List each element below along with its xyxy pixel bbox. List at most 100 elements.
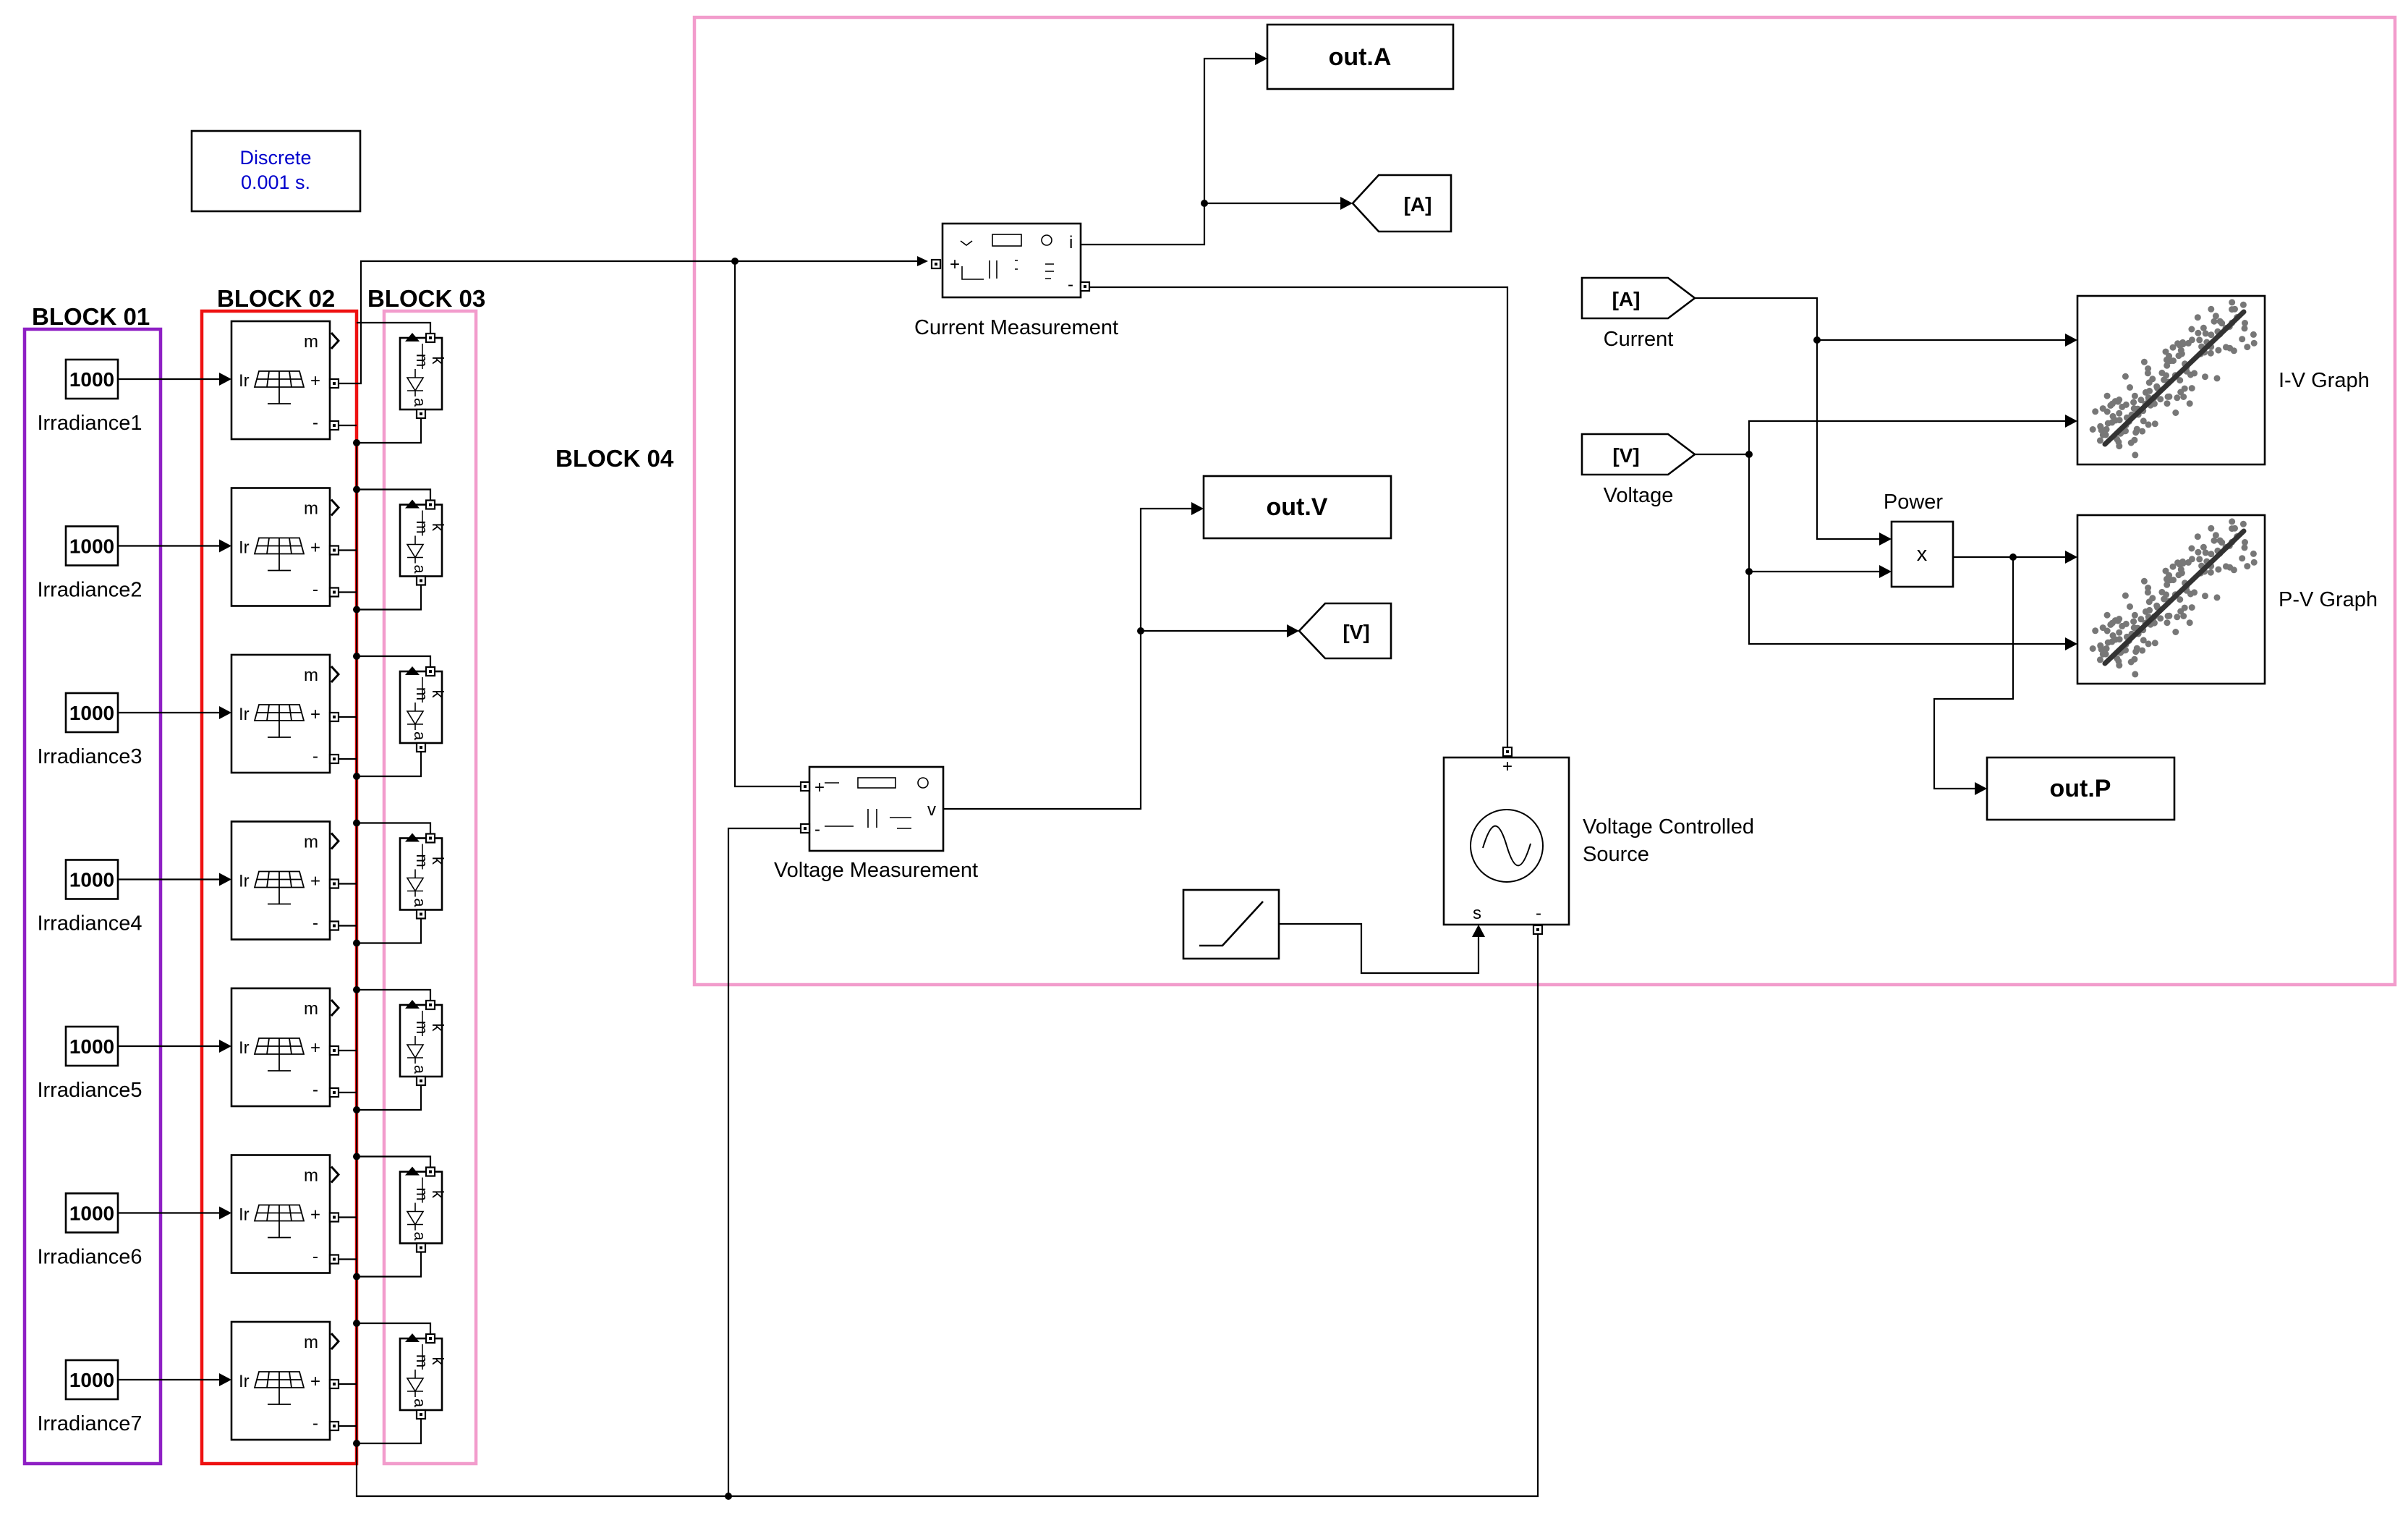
ramp-icon (1199, 901, 1264, 947)
out-v-label: out.V (1267, 493, 1328, 521)
pv-array-block[interactable]: Irm+- (230, 653, 341, 774)
pv-plus-port: + (310, 1038, 320, 1058)
solar-panel-icon (253, 1371, 305, 1405)
source-minus: - (1536, 904, 1541, 923)
solver-step: 0.001 s. (241, 171, 310, 193)
diode-k-port: k (429, 523, 447, 532)
pv-plus-port: + (310, 371, 320, 391)
diode-icon (406, 1370, 425, 1397)
out-p-block[interactable]: out.P (1986, 756, 2176, 821)
pv-ir-port: Ir (239, 1205, 250, 1225)
constant-value: 1000 (69, 368, 114, 391)
solver-mode: Discrete (239, 147, 311, 169)
current-measurement-icon (960, 234, 1054, 280)
constant-label: Irradiance1 (37, 412, 142, 435)
diode-k-port: k (429, 857, 447, 865)
current-meas-label: Current Measurement (914, 316, 1118, 339)
solar-panel-icon (253, 704, 305, 738)
bypass-diode-block[interactable]: mka (399, 499, 447, 586)
constant-value: 1000 (69, 1202, 114, 1225)
pv-minus-port: - (312, 580, 318, 600)
block-01-frame (22, 327, 163, 1466)
current-meas-plus: + (950, 255, 960, 274)
out-a-block[interactable]: out.A (1266, 23, 1455, 90)
solar-panel-icon (253, 370, 305, 404)
product-label: Power (1884, 491, 1944, 514)
solar-panel-icon (253, 537, 305, 572)
voltage-meas-minus: - (814, 820, 820, 839)
voltage-meas-out-port: v (927, 800, 936, 820)
current-meas-minus: - (1068, 275, 1073, 294)
iv-graph-block[interactable]: I-V Graph (2076, 294, 2370, 466)
pv-minus-port: - (312, 1247, 318, 1267)
voltage-controlled-source[interactable]: + - s Voltage Controlled Source (1442, 746, 1754, 935)
goto-a-tag[interactable]: [A] (1351, 174, 1452, 233)
ramp-wire (1279, 922, 1485, 975)
goto-v-tag[interactable]: [V] (1298, 602, 1392, 660)
block-04-frame (692, 15, 2397, 987)
graph-signal-wires (1695, 297, 2077, 795)
from-v-tag[interactable]: [V] Voltage (1580, 433, 1697, 507)
pv-array-block[interactable]: Irm+- (230, 487, 341, 607)
bypass-diode-block[interactable]: mka (399, 833, 447, 920)
ac-source-icon (1470, 809, 1544, 883)
constant-label: Irradiance5 (37, 1079, 142, 1102)
pv-array-block[interactable]: Irm+- (230, 987, 341, 1108)
pv-ir-port: Ir (239, 538, 250, 558)
pv-array-block[interactable]: Irm+- (230, 1320, 341, 1441)
pv-ir-port: Ir (239, 1038, 250, 1058)
bypass-diode-block[interactable]: mka (399, 999, 447, 1087)
product-symbol: x (1917, 543, 1928, 566)
pv-m-port: m (304, 332, 318, 352)
dc-bus-wires (339, 258, 1539, 1500)
pv-ir-port: Ir (239, 371, 250, 391)
diode-m-port: m (413, 354, 431, 367)
source-plus: + (1502, 757, 1513, 776)
row-bus-wires (339, 1320, 432, 1447)
pv-ir-port: Ir (239, 705, 250, 724)
pv-array-block[interactable]: Irm+- (230, 1154, 341, 1274)
goto-a-label: [A] (1404, 193, 1432, 216)
constant-label: Irradiance7 (37, 1412, 142, 1435)
bypass-diode-block[interactable]: mka (399, 666, 447, 753)
constant-value: 1000 (69, 1035, 114, 1058)
bypass-diode-block[interactable]: mka (399, 1166, 447, 1253)
diode-k-port: k (429, 1357, 447, 1366)
voltage-measurement-block[interactable]: + - v Voltage Measurement (774, 765, 978, 882)
block-04-title: BLOCK 04 (556, 445, 674, 472)
pv-m-port: m (304, 833, 318, 852)
current-measurement-block[interactable]: + - i Current Measurement (914, 222, 1118, 339)
current-signal-wires (1081, 52, 1353, 246)
diode-k-port: k (429, 357, 447, 365)
voltage-meas-label: Voltage Measurement (774, 859, 978, 882)
from-a-tag[interactable]: [A] Current (1580, 276, 1697, 351)
pv-array-block[interactable]: Irm+- (230, 320, 341, 441)
pv-graph-block[interactable]: P-V Graph (2076, 514, 2378, 685)
diode-icon (406, 703, 425, 730)
pv-array-block[interactable]: Irm+- (230, 820, 341, 941)
solar-panel-icon (253, 870, 305, 905)
pv-minus-port: - (312, 1080, 318, 1100)
constant-label: Irradiance6 (37, 1246, 142, 1269)
power-product-block[interactable]: x Power (1884, 491, 1954, 588)
constant-value: 1000 (69, 535, 114, 558)
bypass-diode-block[interactable]: mka (399, 1333, 447, 1420)
bypass-diode-block[interactable]: mka (399, 332, 447, 420)
out-v-block[interactable]: out.V (1202, 475, 1392, 540)
solar-panel-icon (253, 1204, 305, 1239)
diode-a-port: a (411, 1399, 429, 1408)
diode-a-port: a (411, 1231, 429, 1241)
pv-ir-port: Ir (239, 872, 250, 891)
constant-value: 1000 (69, 869, 114, 891)
pv-plus-port: + (310, 538, 320, 558)
powergui-solver[interactable]: Discrete 0.001 s. (190, 130, 362, 213)
ramp-block[interactable] (1182, 888, 1280, 960)
